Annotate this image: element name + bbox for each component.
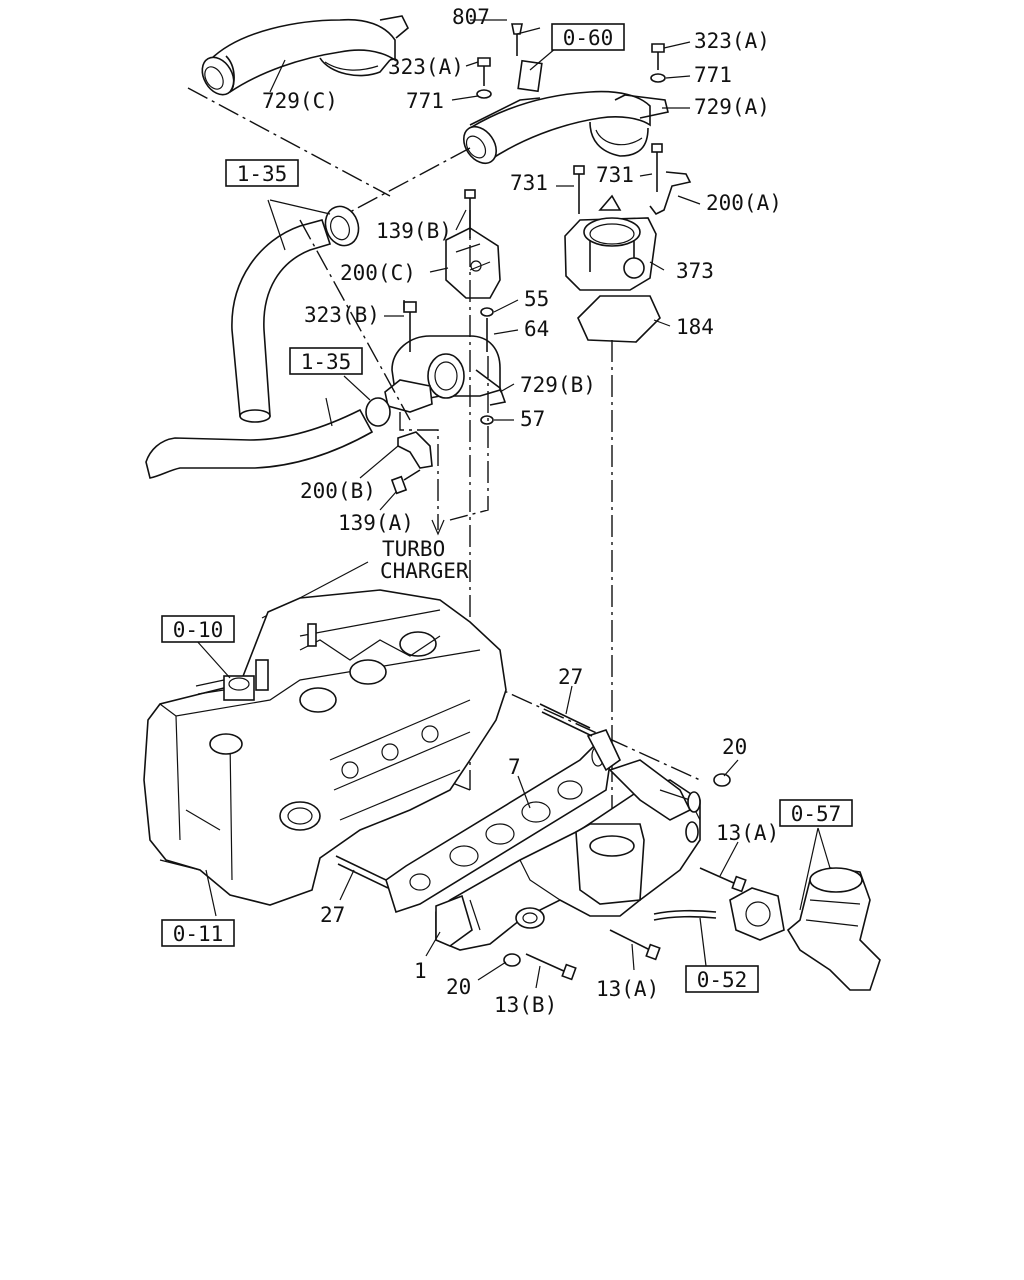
svg-text:0-11: 0-11 xyxy=(173,922,224,946)
nut-20-bottom xyxy=(503,953,521,967)
label-729b: 729(B) xyxy=(520,373,596,397)
label-139b: 139(B) xyxy=(376,219,452,243)
label-139a: 139(A) xyxy=(338,511,414,535)
label-charger: CHARGER xyxy=(380,559,469,583)
ref-box-0-10[interactable]: 0-10 xyxy=(161,615,235,643)
intake-manifold xyxy=(435,729,701,951)
ref-box-0-11[interactable]: 0-11 xyxy=(161,919,235,947)
label-13b: 13(B) xyxy=(494,993,557,1017)
gasket-184 xyxy=(577,295,661,343)
svg-text:0-10: 0-10 xyxy=(173,618,224,642)
bracket-200c xyxy=(445,227,501,299)
bolt-139a xyxy=(390,469,421,495)
bracket-200b xyxy=(397,431,433,469)
label-57: 57 xyxy=(520,407,545,431)
label-200a: 200(A) xyxy=(706,191,782,215)
label-13a-bottom: 13(A) xyxy=(596,977,659,1001)
ref-box-0-57[interactable]: 0-57 xyxy=(779,799,853,827)
ref-box-0-60[interactable]: 0-60 xyxy=(551,23,625,51)
flange-gasket-right xyxy=(729,887,785,941)
label-807: 807 xyxy=(452,5,490,29)
label-20-bottom: 20 xyxy=(446,975,471,999)
label-7: 7 xyxy=(508,755,521,779)
label-1: 1 xyxy=(414,959,427,983)
svg-text:1-35: 1-35 xyxy=(301,350,352,374)
bolt-13b xyxy=(525,953,577,981)
svg-text:1-35: 1-35 xyxy=(237,162,288,186)
stud-27-bottom xyxy=(335,855,389,889)
bolt-323a-right xyxy=(650,43,666,83)
label-323a-left: 323(A) xyxy=(388,55,464,79)
throttle-body-373 xyxy=(564,194,657,291)
washer-57 xyxy=(480,415,494,425)
label-771-right: 771 xyxy=(694,63,732,87)
bolt-807 xyxy=(511,23,523,56)
label-55: 55 xyxy=(524,287,549,311)
cylinder-head xyxy=(143,589,507,906)
ref-box-0-52[interactable]: 0-52 xyxy=(685,965,759,993)
hose-0-52 xyxy=(653,909,717,921)
leader-lines xyxy=(267,19,701,511)
label-27-bottom: 27 xyxy=(320,903,345,927)
label-20-top: 20 xyxy=(722,735,747,759)
label-729a: 729(A) xyxy=(694,95,770,119)
label-turbo: TURBO xyxy=(382,537,445,561)
ref-box-1-35-middle[interactable]: 1-35 xyxy=(289,347,363,375)
bolt-13a-bottom xyxy=(609,929,661,961)
bolt-731-right xyxy=(651,143,663,192)
hose-upper xyxy=(231,205,360,423)
label-729c: 729(C) xyxy=(262,89,338,113)
label-64: 64 xyxy=(524,317,549,341)
label-13a-top: 13(A) xyxy=(716,821,779,845)
svg-text:0-52: 0-52 xyxy=(697,968,748,992)
label-323a-right: 323(A) xyxy=(694,29,770,53)
part-labels: 807 323(A) 771 323(A) 771 729(A) 729(C) … xyxy=(262,5,782,1017)
pipe-729c xyxy=(201,15,409,96)
label-731-right: 731 xyxy=(596,163,634,187)
bolt-731-left xyxy=(573,165,585,214)
leader-lines-lower xyxy=(195,639,831,989)
hose-middle xyxy=(145,397,391,479)
svg-text:0-57: 0-57 xyxy=(791,802,842,826)
label-184: 184 xyxy=(676,315,714,339)
label-27-top: 27 xyxy=(558,665,583,689)
stud-64 xyxy=(480,307,494,352)
bolt-13a-right xyxy=(699,867,747,893)
label-731-left: 731 xyxy=(510,171,548,195)
label-323b: 323(B) xyxy=(304,303,380,327)
bracket-200a xyxy=(649,171,692,216)
label-373: 373 xyxy=(676,259,714,283)
pipe-729a xyxy=(462,59,669,165)
stud-27-top xyxy=(539,703,593,737)
label-200c: 200(C) xyxy=(340,261,416,285)
label-200b: 200(B) xyxy=(300,479,376,503)
bolt-323a-left xyxy=(476,57,492,99)
svg-text:0-60: 0-60 xyxy=(563,26,614,50)
nut-20-top xyxy=(713,773,731,787)
elbow-729b xyxy=(384,335,507,413)
label-771-left: 771 xyxy=(406,89,444,113)
ref-box-1-35-top[interactable]: 1-35 xyxy=(225,159,299,187)
water-outlet xyxy=(786,867,881,991)
